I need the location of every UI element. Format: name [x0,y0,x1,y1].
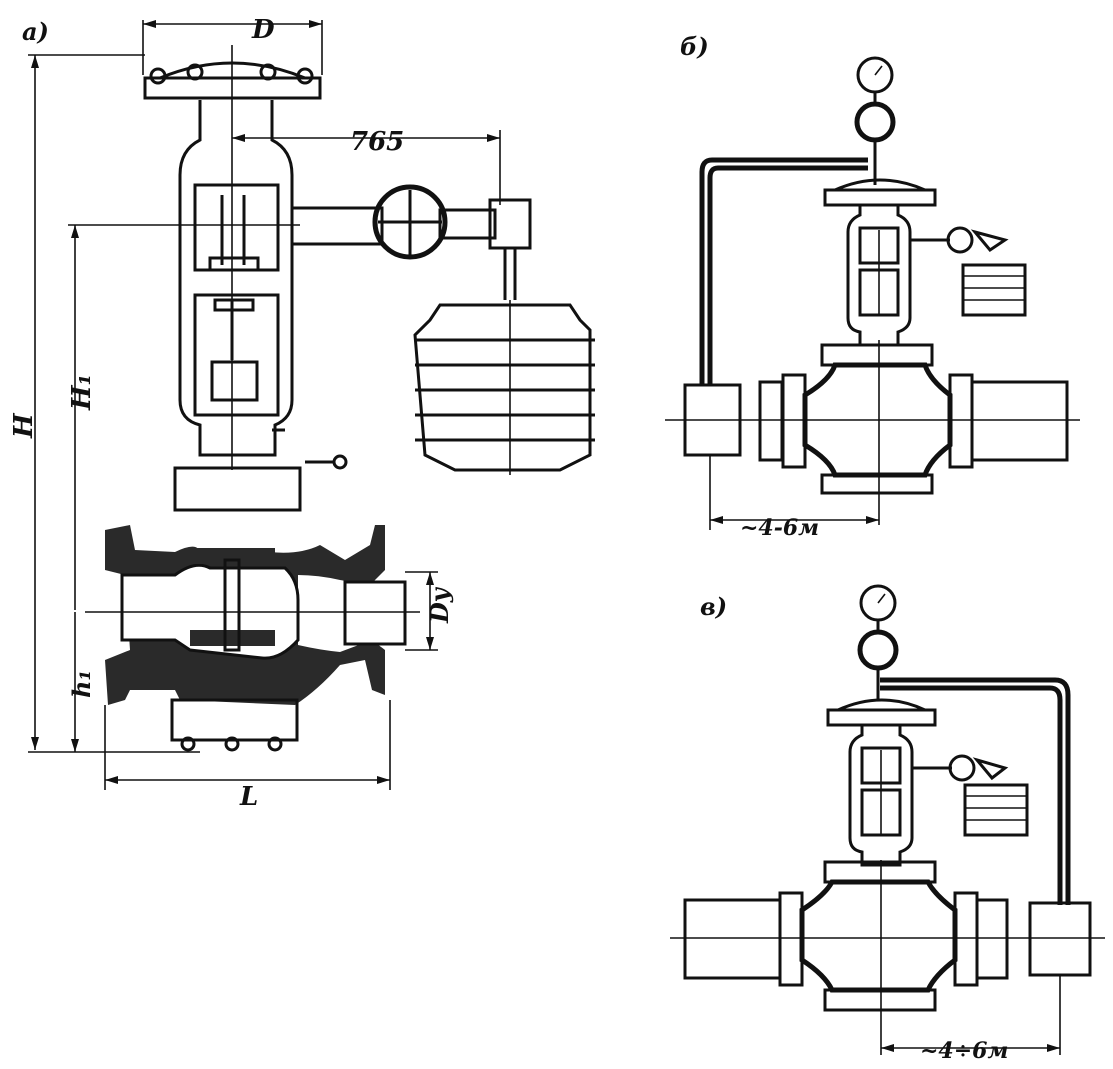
dim-h1-upper-label: H₁ [67,374,97,411]
dim-h-label: H [9,412,39,439]
dim-h1-lower-label: h₁ [67,670,96,698]
yoke [178,100,294,457]
dimension-d: D [142,15,323,75]
diaphragm-head [143,45,322,470]
dimension-l: L [104,700,391,812]
dim-impulse-c: ~4÷6м [920,1038,1008,1064]
dimension-765: 765 [232,127,501,205]
dimension-h: H [9,54,145,750]
panel-a-valve-section: a) D [9,15,595,812]
dimension-h1-lower: h₁ [28,612,200,753]
dim-765-label: 765 [350,127,404,157]
dim-d-label: D [251,15,275,45]
dimension-dy: Dy [405,571,454,651]
dim-dy-label: Dy [425,586,454,624]
panel-b-label: б) [680,32,709,61]
panel-a-label: a) [22,17,49,46]
dim-l-label: L [239,782,258,812]
lever-and-weight [290,184,595,475]
dimension-h1-upper: H₁ [67,224,300,610]
panel-c-label: в) [700,592,727,621]
panel-c-installation: в) [670,584,1105,1064]
panel-b-installation: б) [665,32,1080,541]
valve-body-section [85,454,420,752]
dim-impulse-b: ~4-6м [740,515,819,541]
